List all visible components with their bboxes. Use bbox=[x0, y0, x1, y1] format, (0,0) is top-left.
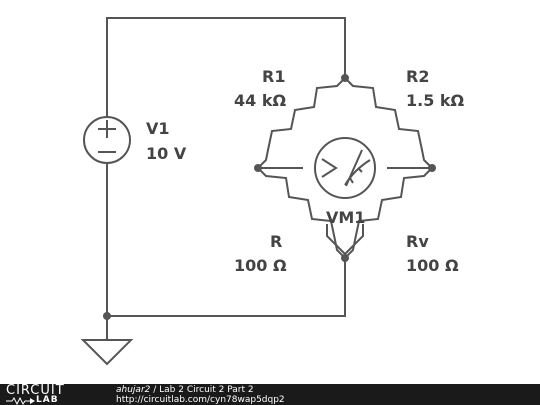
logo-text-circuit: CIRCUIT bbox=[6, 383, 65, 398]
meter-tick-2 bbox=[357, 167, 363, 173]
meter-arrow-icon bbox=[321, 158, 338, 178]
node-ground bbox=[103, 312, 111, 320]
node-top bbox=[341, 74, 349, 82]
logo-wave-icon bbox=[6, 397, 35, 405]
voltage-source-v1[interactable] bbox=[83, 116, 131, 164]
author-link[interactable]: ahujar2 bbox=[116, 385, 151, 395]
wires bbox=[106, 17, 433, 341]
meter-circle bbox=[314, 137, 376, 199]
r2-value-label: 1.5 kΩ bbox=[406, 91, 465, 110]
wire-top bbox=[106, 17, 346, 118]
node-bottom bbox=[341, 254, 349, 262]
r1-value-label: 44 kΩ bbox=[234, 91, 286, 110]
logo-text-lab: LAB bbox=[36, 395, 59, 405]
meter-needle bbox=[345, 149, 363, 187]
vm1-name-label: VM1 bbox=[326, 208, 365, 227]
junction-nodes bbox=[103, 74, 436, 320]
node-left bbox=[254, 164, 262, 172]
wire-bottom bbox=[106, 257, 346, 317]
v1-value-label: 10 V bbox=[146, 144, 187, 163]
meter-tick-1 bbox=[349, 177, 354, 184]
r2-name-label: R2 bbox=[406, 67, 429, 86]
node-right bbox=[428, 164, 436, 172]
footer-bar: CIRCUIT LAB ahujar2 / Lab 2 Circuit 2 Pa… bbox=[0, 384, 540, 405]
r-value-label: 100 Ω bbox=[234, 256, 287, 275]
circuitlab-logo[interactable]: CIRCUIT LAB bbox=[6, 383, 94, 405]
ground-icon bbox=[80, 339, 134, 366]
source-circle bbox=[83, 116, 131, 164]
rv-value-label: 100 Ω bbox=[406, 256, 459, 275]
voltmeter-vm1[interactable] bbox=[314, 137, 376, 256]
rv-name-label: Rv bbox=[406, 232, 429, 251]
r-name-label: R bbox=[270, 232, 282, 251]
r1-name-label: R1 bbox=[262, 67, 285, 86]
circuit-title: Lab 2 Circuit 2 Part 2 bbox=[159, 385, 254, 395]
circuit-credit: ahujar2 / Lab 2 Circuit 2 Part 2 bbox=[116, 385, 254, 395]
resistor-r1[interactable] bbox=[257, 77, 346, 169]
circuit-url-link[interactable]: http://circuitlab.com/cyn78wap5dqp2 bbox=[116, 395, 285, 405]
resistor-r2[interactable] bbox=[344, 77, 433, 169]
credit-separator: / bbox=[150, 385, 160, 395]
v1-name-label: V1 bbox=[146, 119, 170, 138]
circuit-schematic: V1 10 V R1 44 kΩ R2 1.5 kΩ R 100 Ω Rv 10… bbox=[80, 17, 465, 366]
